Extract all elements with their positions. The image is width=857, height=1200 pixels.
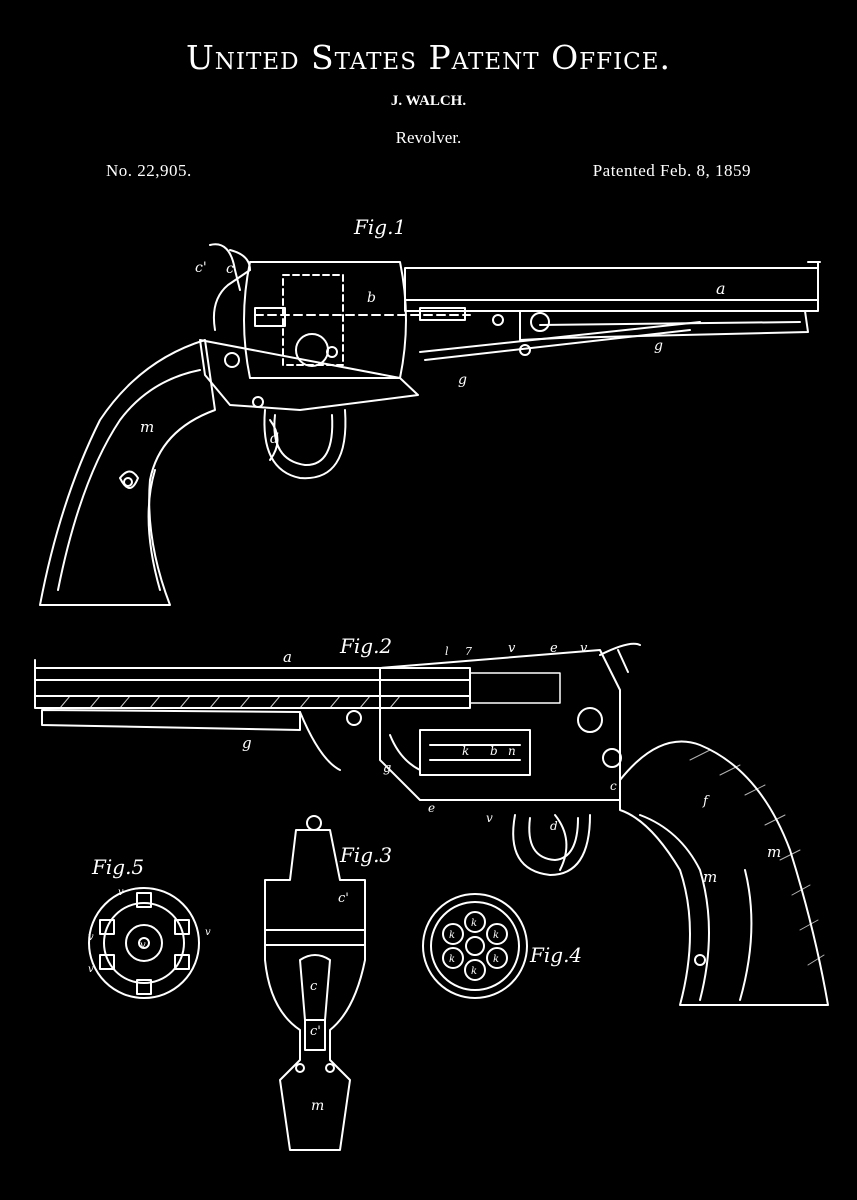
fig2-label-b: b <box>490 744 498 758</box>
fig2-label-7: 7 <box>465 645 472 658</box>
fig3-label-c: c' <box>338 891 349 906</box>
fig5-label-v5: v <box>140 940 146 951</box>
fig2-label-v3: v <box>486 811 493 825</box>
fig4-label-k3: k <box>493 954 499 965</box>
fig2-label-f: f <box>702 794 710 809</box>
fig2-trigger-guard <box>512 814 591 876</box>
fig1-frame <box>199 269 419 411</box>
fig4-label-k2: k <box>493 930 499 941</box>
fig2-label-l: l <box>445 645 449 658</box>
fig3-caption: Fig.3 <box>339 843 392 867</box>
fig1-hammer <box>209 243 251 291</box>
fig2-label-g: g <box>242 734 252 752</box>
fig2-label-v: v <box>508 641 516 656</box>
figure-3-top-view: c' c c' m <box>264 815 366 1151</box>
fig4-label-k5: k <box>449 954 455 965</box>
fig4-label-k6: k <box>449 930 455 941</box>
fig1-grip <box>39 339 216 606</box>
fig1-caption: Fig.1 <box>353 215 406 239</box>
fig2-label-k: k <box>462 744 469 758</box>
fig1-trigger-guard <box>263 409 347 480</box>
fig3-label-m: m <box>311 1098 324 1114</box>
fig3-frame <box>264 829 366 1151</box>
fig2-grip <box>619 740 829 1006</box>
invention-title: Revolver. <box>395 128 462 147</box>
fig2-trigger <box>554 814 568 871</box>
figure-2-section: a g g v e v l 7 k b n e v d c f m m <box>34 641 829 1006</box>
fig1-label-a: a <box>716 279 726 298</box>
fig2-label-a: a <box>283 648 292 666</box>
fig4-label-k4: k <box>471 966 477 977</box>
fig2-loading-lever <box>41 709 301 731</box>
fig1-label-d: d <box>270 431 279 447</box>
figure-1-revolver: a b c' c d g g m <box>39 243 821 606</box>
patent-date: Patented Feb. 8, 1859 <box>592 161 751 180</box>
fig5-label-v3: v <box>88 964 94 975</box>
figure-4-cylinder-end: k k k k k k <box>422 893 528 999</box>
fig1-barrel <box>404 267 819 312</box>
figure-5-cylinder-back: v v v v v <box>88 887 211 999</box>
fig1-loading-lever <box>519 310 809 341</box>
fig2-label-e: e <box>550 641 558 656</box>
fig3-label-c3: c' <box>310 1024 321 1039</box>
fig2-label-d: d <box>550 819 558 833</box>
fig2-label-g2: g <box>383 761 391 776</box>
fig1-trigger <box>269 419 279 461</box>
fig5-label-v1: v <box>118 887 124 898</box>
fig4-label-k1: k <box>471 918 477 929</box>
fig5-label-v2: v <box>88 932 94 943</box>
page-title: United States Patent Office. <box>185 38 672 77</box>
fig2-label-n: n <box>508 744 516 758</box>
fig2-label-c: c <box>610 779 617 793</box>
fig2-caption: Fig.2 <box>339 634 392 658</box>
fig3-label-c2: c <box>310 979 318 994</box>
patent-number: No. 22,905. <box>106 161 192 180</box>
fig2-label-m: m <box>703 868 717 886</box>
inventor-name: J. WALCH. <box>390 93 467 109</box>
fig2-label-e2: e <box>428 801 435 815</box>
fig1-label-b: b <box>367 290 376 306</box>
fig1-label-c2: c <box>226 261 234 277</box>
fig2-label-m2: m <box>767 843 781 861</box>
fig2-label-v2: v <box>580 641 588 656</box>
fig5-caption: Fig.5 <box>91 855 144 879</box>
fig4-caption: Fig.4 <box>529 943 582 967</box>
fig1-label-g: g <box>458 372 467 388</box>
fig1-label-c: c' <box>195 260 207 276</box>
fig2-hammer <box>599 642 641 673</box>
fig2-barrel <box>34 667 471 709</box>
fig5-label-v4: v <box>205 927 211 938</box>
fig1-label-m: m <box>140 418 154 436</box>
fig1-label-g2: g <box>654 338 663 354</box>
